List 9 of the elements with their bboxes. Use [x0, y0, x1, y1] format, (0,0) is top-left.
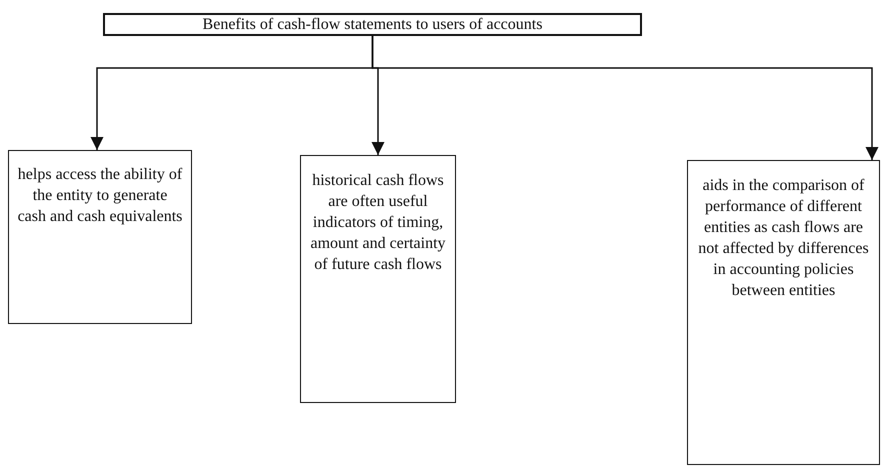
- text-box: [8, 150, 192, 324]
- arrow: [372, 36, 878, 160]
- heading-box: [103, 13, 642, 36]
- heading-text: Benefits of cash-flow statements to users of accounts: [202, 16, 542, 33]
- box-text: aids in the comparison of performance of different entities as cash flows are not affected by differences in accounting policies between entities: [697, 176, 870, 301]
- text-box: [687, 160, 880, 465]
- box-text: historical cash flows are often useful indicators of timing, amount and certainty of future cash flows: [309, 171, 447, 275]
- box-text: helps access the ability of the entity to generate cash and cash equivalents: [17, 165, 183, 227]
- text-box: [300, 155, 456, 403]
